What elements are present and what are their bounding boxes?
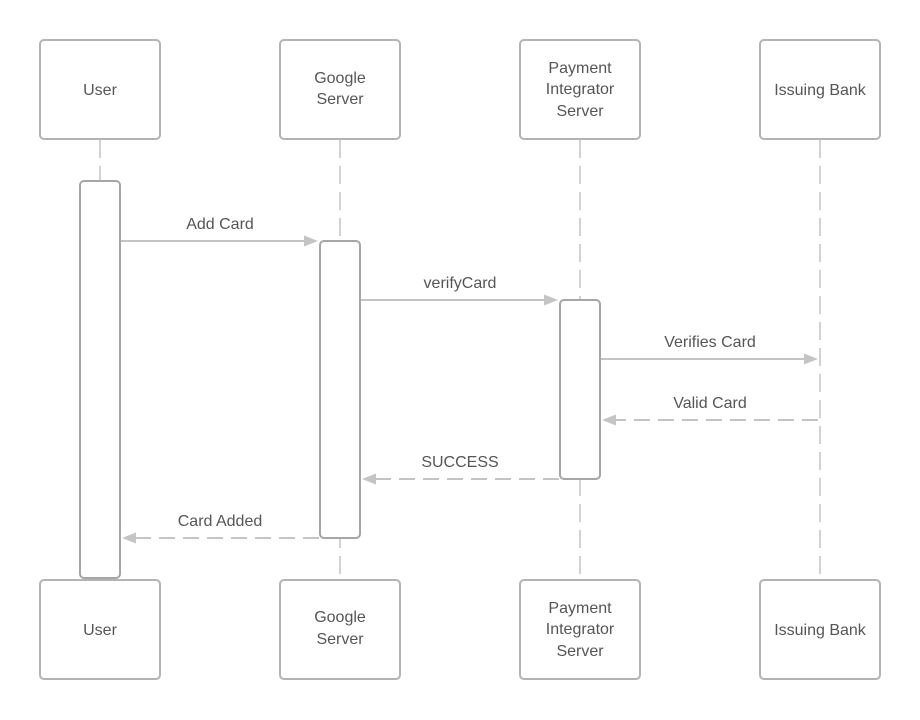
message-label: verifyCard [424,275,497,292]
participant-label: User [83,82,117,99]
participant-integrator-top: Payment Integrator Server [519,39,641,140]
message-verifies-card: Verifies Card [601,334,818,365]
message-label: Add Card [186,216,254,233]
participant-google-bottom: Google Server [279,579,401,680]
message-label: Card Added [178,513,263,530]
participant-integrator-bottom: Payment Integrator Server [519,579,641,680]
participant-label: Server [556,643,604,660]
participant-label: Payment [548,600,612,617]
participant-label: Payment [548,60,612,77]
message-verify-card: verifyCard [361,275,558,306]
message-valid-card: Valid Card [602,395,818,426]
participant-bank-bottom: Issuing Bank [759,579,881,680]
participant-label: User [83,622,117,639]
participant-user-top: User [39,39,161,140]
participant-label: Server [316,631,364,648]
activation-integrator [559,299,601,480]
message-add-card: Add Card [121,216,318,247]
activation-google [319,240,361,539]
participant-label: Server [316,91,364,108]
participant-label: Issuing Bank [774,82,867,99]
message-label: SUCCESS [421,454,498,471]
message-card-added: Card Added [122,513,319,544]
participant-label: Integrator [546,81,615,98]
participant-user-bottom: User [39,579,161,680]
message-success: SUCCESS [362,454,559,485]
participant-google-top: Google Server [279,39,401,140]
participant-label: Server [556,103,604,120]
activation-user [79,180,121,579]
message-label: Verifies Card [664,334,756,351]
participant-label: Issuing Bank [774,622,867,639]
message-label: Valid Card [673,395,747,412]
participant-label: Google [314,70,366,87]
participant-label: Google [314,609,366,626]
participant-bank-top: Issuing Bank [759,39,881,140]
participant-label: Integrator [546,621,615,638]
